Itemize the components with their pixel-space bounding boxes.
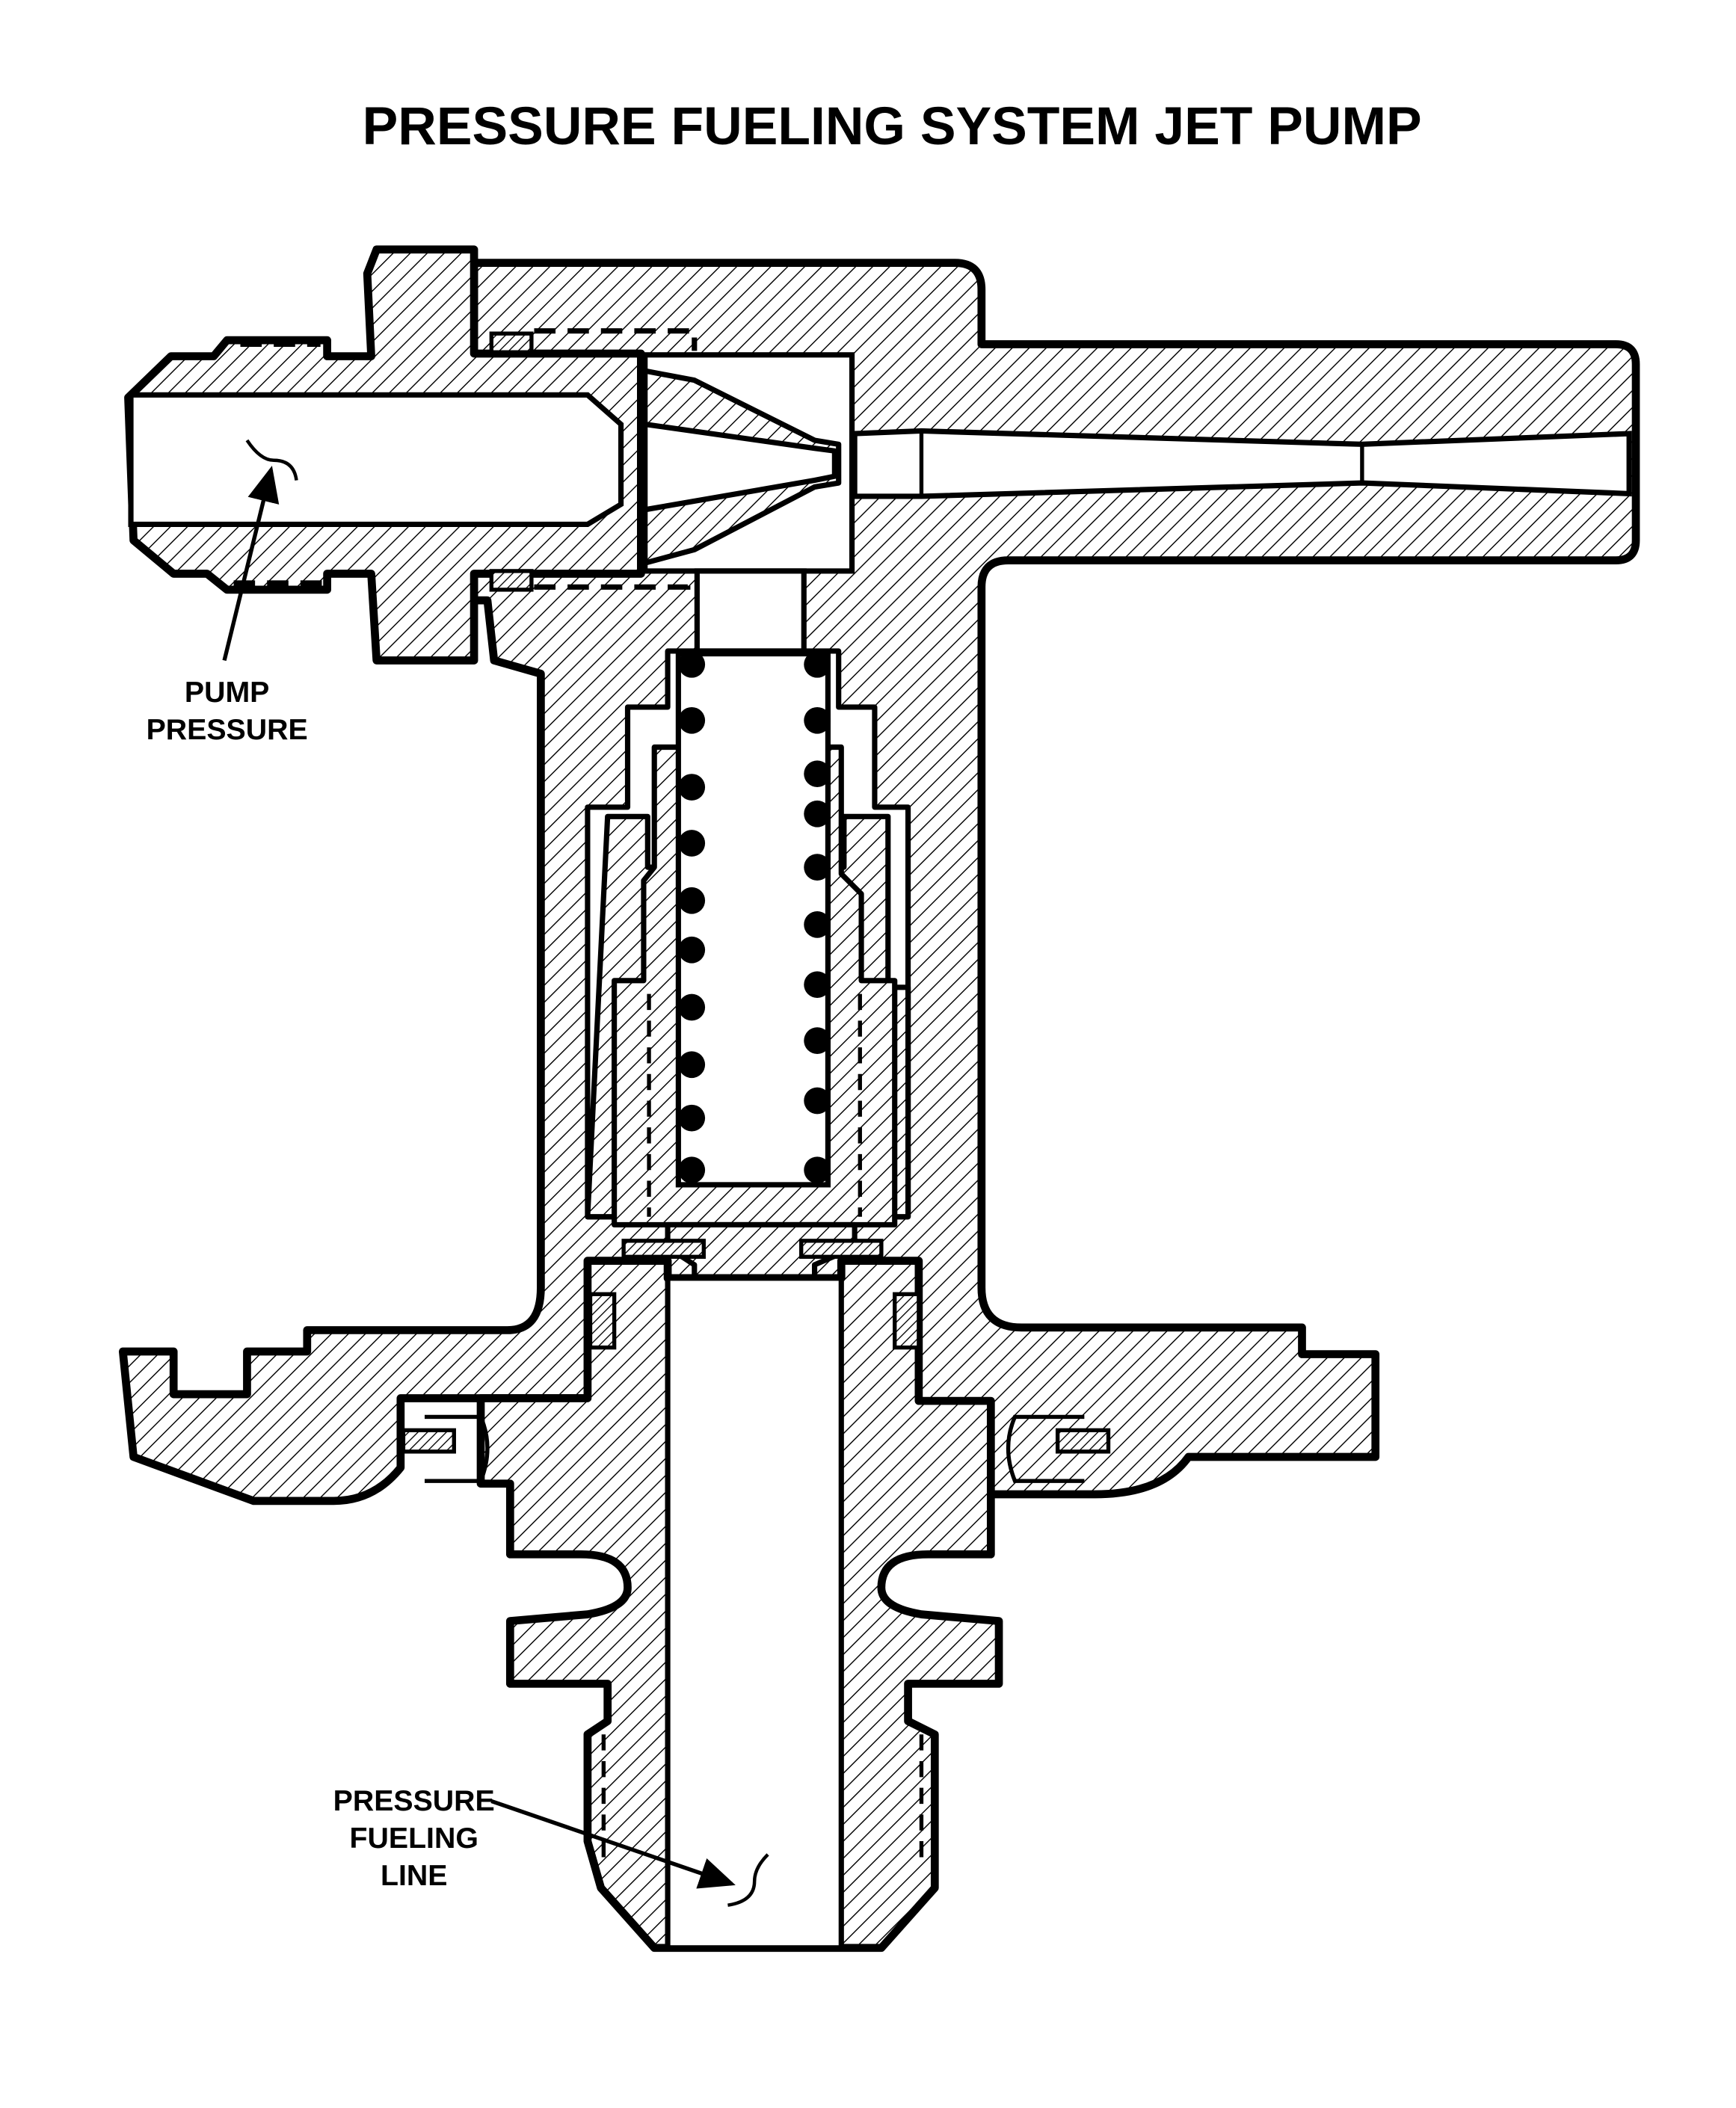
spring-cavity bbox=[675, 650, 831, 1188]
label-pump-pressure-line2: PRESSURE bbox=[147, 713, 308, 746]
spring-coil bbox=[678, 936, 706, 964]
spring-coil bbox=[804, 911, 831, 938]
flange-recess bbox=[424, 1414, 1085, 1483]
spring-coil bbox=[678, 993, 706, 1021]
jet-nozzle-cone bbox=[642, 368, 842, 566]
spring-coil bbox=[678, 706, 706, 734]
valve-seat-seal bbox=[799, 1239, 884, 1259]
flange-seal bbox=[893, 1292, 921, 1350]
spring-coil bbox=[804, 760, 831, 788]
spring-coil bbox=[678, 650, 706, 678]
diagram-title: PRESSURE FUELING SYSTEM JET PUMP bbox=[363, 96, 1422, 156]
fueling-line-bore bbox=[665, 1275, 844, 1951]
inlet-bore bbox=[128, 392, 624, 527]
inlet-thread-hidden-line bbox=[233, 328, 698, 590]
flange-seal bbox=[1055, 1428, 1111, 1454]
pump-pressure-leader-arrow bbox=[222, 466, 280, 662]
spring-coil bbox=[804, 1027, 831, 1054]
fueling-line-flow-squiggle bbox=[727, 1853, 769, 1907]
valve-throat bbox=[694, 568, 807, 654]
spring-coil bbox=[678, 830, 706, 857]
valve-seat-seal bbox=[621, 1239, 706, 1259]
spring-coil bbox=[804, 800, 831, 828]
diffuser-outlet-bore bbox=[852, 428, 1632, 499]
label-fueling-line-line1: PRESSURE bbox=[333, 1784, 495, 1817]
spring-coil bbox=[678, 774, 706, 801]
spring-coil bbox=[678, 887, 706, 914]
spring-coil bbox=[804, 1087, 831, 1115]
spring-coil bbox=[804, 971, 831, 999]
fueling-line-leader-arrow bbox=[490, 1799, 736, 1889]
spring-coil bbox=[678, 1156, 706, 1184]
label-fueling-line-line3: LINE bbox=[381, 1859, 447, 1892]
spring-coil bbox=[804, 650, 831, 678]
spring-coil bbox=[804, 1156, 831, 1184]
inlet-seal-ring bbox=[489, 331, 534, 354]
pump-pressure-flow-squiggle bbox=[245, 439, 298, 481]
flange-seal bbox=[401, 1428, 456, 1454]
outlet-thread-hidden-line bbox=[585, 1334, 924, 1861]
compression-spring bbox=[678, 650, 831, 1184]
label-fueling-line-line2: FUELING bbox=[350, 1822, 478, 1855]
spring-coil bbox=[678, 1104, 706, 1132]
label-pump-pressure-line1: PUMP bbox=[185, 676, 269, 709]
spring-coil bbox=[804, 854, 831, 881]
flange-seal bbox=[588, 1292, 617, 1350]
sleeve-hidden-line bbox=[647, 993, 862, 1217]
inlet-seal-ring bbox=[489, 569, 534, 592]
spring-coil bbox=[804, 706, 831, 734]
spring-coil bbox=[678, 1051, 706, 1079]
